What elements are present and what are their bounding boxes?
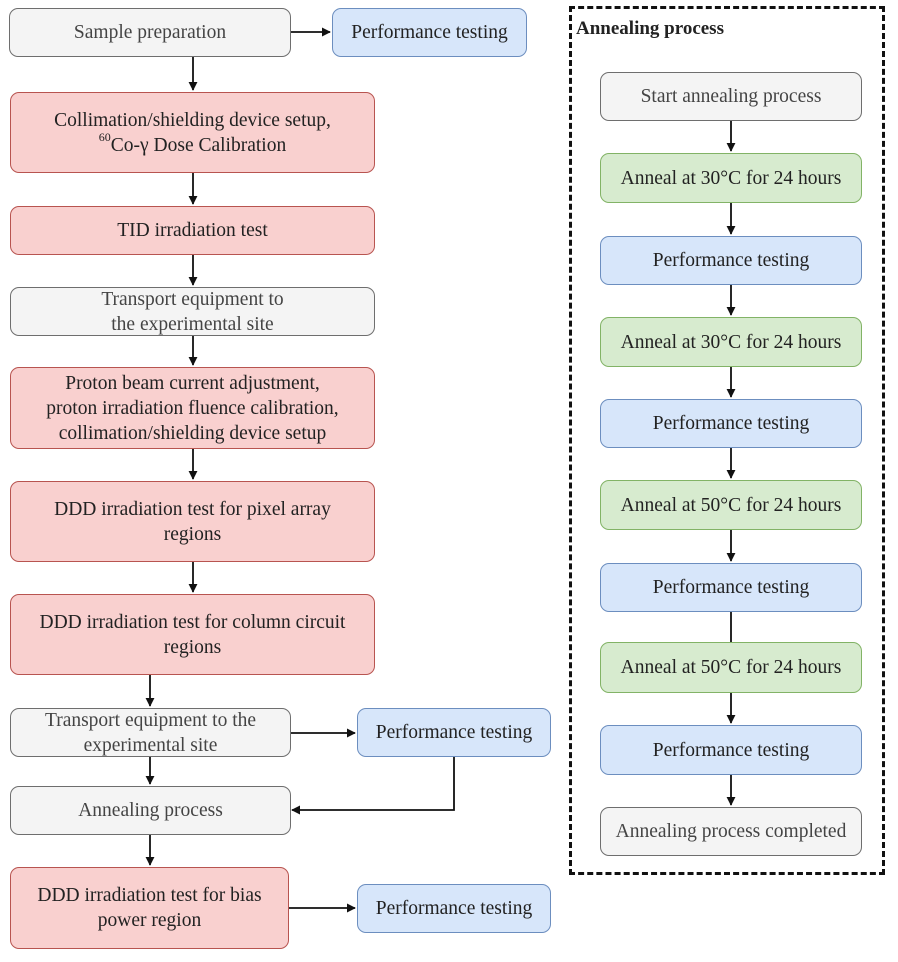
dose-calibration-line: 60Co-γ Dose Calibration xyxy=(98,130,287,158)
annealing-test-2-box: Performance testing xyxy=(600,399,862,448)
anneal-step-2-box: Anneal at 30°C for 24 hours xyxy=(600,317,862,367)
anneal-step-1-box: Anneal at 30°C for 24 hours xyxy=(600,153,862,203)
annealing-process-panel xyxy=(569,6,885,875)
proton-setup-box: Proton beam current adjustment, proton i… xyxy=(10,367,375,449)
ddd-pixel-array-box: DDD irradiation test for pixel array reg… xyxy=(10,481,375,562)
tid-irradiation-box: TID irradiation test xyxy=(10,206,375,255)
collimation-setup-box: Collimation/shielding device setup, 60Co… xyxy=(10,92,375,173)
annealing-process-box: Annealing process xyxy=(10,786,291,835)
start-annealing-box: Start annealing process xyxy=(600,72,862,121)
collimation-setup-line1: Collimation/shielding device setup, xyxy=(54,109,331,131)
annealing-test-4-box: Performance testing xyxy=(600,725,862,775)
performance-testing-box-bottom: Performance testing xyxy=(357,884,551,933)
annealing-panel-title: Annealing process xyxy=(576,18,724,39)
annealing-test-1-box: Performance testing xyxy=(600,236,862,285)
co60-superscript: 60 xyxy=(98,130,111,144)
dose-calibration-text: Co-γ Dose Calibration xyxy=(110,134,287,156)
performance-testing-box-top: Performance testing xyxy=(332,8,527,57)
transport-equipment-box-2: Transport equipment to the experimental … xyxy=(10,708,291,757)
anneal-step-4-box: Anneal at 50°C for 24 hours xyxy=(600,642,862,693)
sample-preparation-box: Sample preparation xyxy=(9,8,291,57)
ddd-bias-power-box: DDD irradiation test for bias power regi… xyxy=(10,867,289,949)
anneal-step-3-box: Anneal at 50°C for 24 hours xyxy=(600,480,862,530)
ddd-column-circuit-box: DDD irradiation test for column circuit … xyxy=(10,594,375,675)
performance-testing-box-mid: Performance testing xyxy=(357,708,551,757)
annealing-completed-box: Annealing process completed xyxy=(600,807,862,856)
transport-equipment-box-1: Transport equipment to the experimental … xyxy=(10,287,375,336)
annealing-test-3-box: Performance testing xyxy=(600,563,862,612)
arrow-testing-to-annealing xyxy=(291,757,455,815)
